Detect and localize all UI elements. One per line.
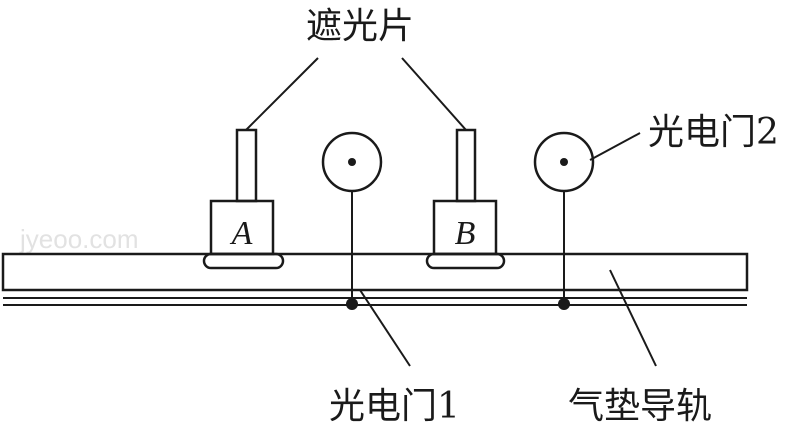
air-track: [1, 252, 749, 306]
photogate-1-dot: [348, 158, 356, 166]
photogate-1-foot: [346, 298, 358, 310]
label-air-track: 气垫导轨: [568, 386, 712, 427]
leader-photogate-1: [359, 289, 411, 367]
cart-a-letter: A: [230, 215, 253, 252]
label-photogate-1: 光电门1: [329, 386, 460, 427]
leader-shading-strip-a: [245, 57, 319, 131]
photogate-2-dot: [560, 158, 568, 166]
photogate-1: [321, 131, 383, 310]
leader-photogate-2: [589, 132, 641, 161]
label-shading-strips: 遮光片: [306, 6, 414, 47]
cart-b: B: [425, 128, 506, 270]
photogate-2-foot: [558, 298, 570, 310]
cart-a: A: [202, 128, 285, 270]
leader-air-track: [609, 269, 657, 367]
cart-a-base: [202, 252, 285, 270]
leader-lines: [245, 57, 657, 367]
label-photogate-2: 光电门2: [648, 112, 779, 153]
cart-b-letter: B: [455, 215, 476, 252]
watermark: jyeoo.com: [19, 224, 139, 254]
air-track-body: [1, 252, 749, 292]
leader-shading-strip-b: [401, 57, 467, 131]
photogate-2: [533, 131, 595, 310]
shading-strip-a: [235, 128, 258, 203]
cart-b-base: [425, 252, 506, 270]
shading-strip-b: [455, 128, 477, 203]
